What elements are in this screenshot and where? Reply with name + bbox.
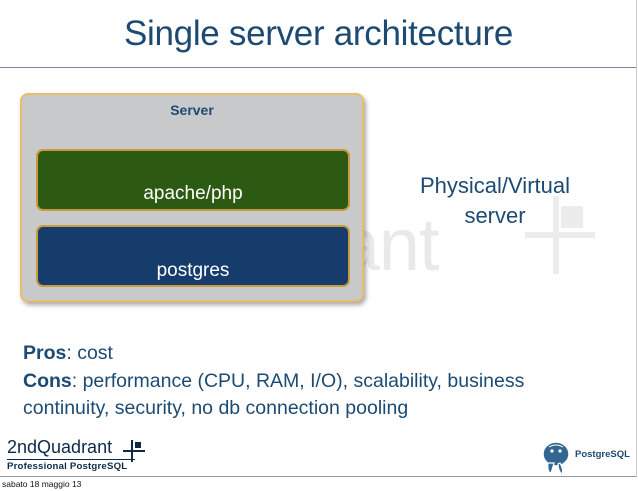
server-box: Server apache/php postgres: [20, 93, 364, 302]
title-divider: [0, 67, 636, 68]
pros-label: Pros: [23, 342, 67, 364]
pros-text: : cost: [66, 342, 113, 364]
server-label: Server: [170, 102, 214, 118]
2ndquadrant-logo: 2ndQuadrant Professional PostgreSQL: [7, 438, 135, 472]
cons-line: Cons: performance (CPU, RAM, I/O), scala…: [23, 368, 613, 423]
physical-virtual-server-label: Physical/Virtual server: [402, 171, 588, 231]
side-label-line1: Physical/Virtual: [420, 173, 570, 198]
slide-title: Single server architecture: [123, 14, 514, 53]
cons-text: : performance (CPU, RAM, I/O), scalabili…: [23, 369, 525, 420]
cons-label: Cons: [23, 369, 72, 392]
postgresql-logo-text: PostgreSQL: [575, 449, 630, 460]
postgres-layer: postgres: [36, 225, 350, 287]
postgres-label: postgres: [156, 260, 230, 281]
apache-php-label: apache/php: [143, 183, 243, 204]
watermark-cross-icon: [525, 196, 595, 274]
pros-line: Pros: cost: [23, 340, 613, 368]
apache-php-layer: apache/php: [36, 149, 350, 211]
date-caption: sabato 18 maggio 13: [2, 479, 82, 489]
side-label-line2: server: [464, 203, 526, 228]
company-name: 2ndQuadrant: [7, 437, 113, 457]
pros-cons-text: Pros: cost Cons: performance (CPU, RAM, …: [23, 340, 613, 423]
slide: rant Single server architecture Server a…: [0, 0, 637, 477]
2ndquadrant-logo-cross-icon: [123, 440, 145, 462]
company-tagline: Professional PostgreSQL: [7, 459, 135, 472]
postgresql-elephant-icon: [542, 441, 570, 475]
